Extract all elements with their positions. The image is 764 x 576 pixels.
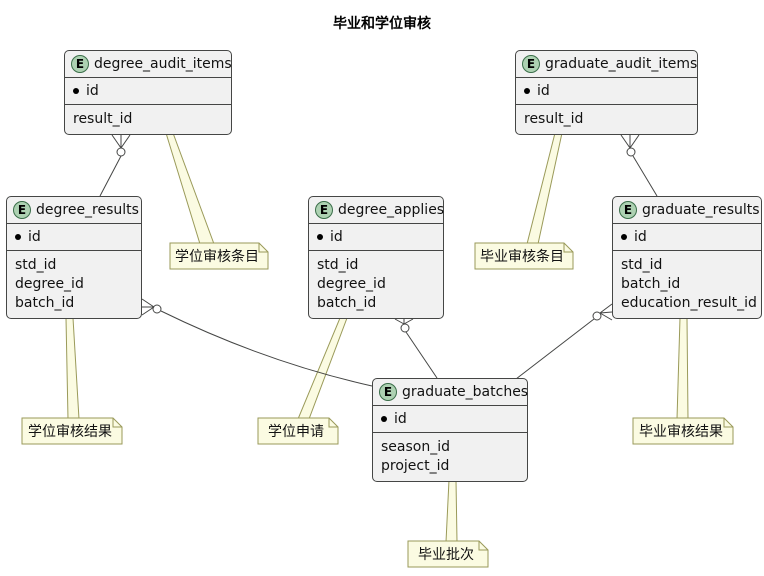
entity-fields: result_id [65,105,231,134]
entity-fields: std_id batch_id education_result_id [613,251,761,318]
note-shape [407,540,489,568]
entity-spot-icon: E [71,55,89,73]
field-label: result_id [73,111,133,127]
note-shape [257,417,339,445]
entity-name: graduate_results [642,202,760,218]
note-connector [445,479,458,543]
entity-name: degree_applies [338,202,445,218]
note-shape [474,242,574,270]
bullet-icon [73,88,79,94]
entity-header: E graduate_batches [373,379,529,406]
note-shape [169,242,269,270]
diagram-title: 毕业和学位审核 [333,16,431,32]
note-connector [676,317,689,420]
primary-key-label: id [330,229,343,245]
note-connector [165,132,215,245]
field-label: season_id [381,439,450,455]
entity-graduate-results: E graduate_results id std_id batch_id ed… [612,196,762,319]
entity-fields: std_id degree_id batch_id [7,251,141,318]
field-label: education_result_id [621,295,757,311]
relationship-graduate-batches-to-degree-results [141,298,373,387]
field-label: std_id [15,257,57,273]
entity-header: E graduate_results [613,197,761,224]
entity-name: degree_audit_items [94,56,232,72]
entity-spot-icon: E [315,201,333,219]
entity-primary-key-row: id [373,406,527,433]
primary-key-label: id [537,83,550,99]
entity-name: degree_results [36,202,139,218]
entity-graduate-batches: E graduate_batches id season_id project_… [372,378,528,482]
entity-fields: season_id project_id [373,433,527,481]
field-label: std_id [621,257,663,273]
relationship-graduate-batches-to-graduate-results [515,303,613,380]
entity-name: graduate_audit_items [545,56,698,72]
note-degree-results: 学位审核结果 [28,424,112,440]
entity-header: E degree_results [7,197,141,224]
relationship-graduate-batches-to-degree-applies [394,318,438,379]
note-graduate-batches: 毕业批次 [418,547,474,563]
bullet-icon [381,416,387,422]
bullet-icon [524,88,530,94]
entity-spot-icon: E [379,383,397,401]
entity-spot-icon: E [522,55,540,73]
note-graduate-results: 毕业审核结果 [639,424,723,440]
relationship-graduate-results-to-graduate-audit-items [620,134,658,197]
entity-spot-icon: E [13,201,31,219]
entity-fields: result_id [516,105,697,134]
note-connector [65,317,80,420]
entity-degree-audit-items: E degree_audit_items id result_id [64,50,232,135]
primary-key-label: id [86,83,99,99]
entity-primary-key-row: id [65,78,231,105]
field-label: std_id [317,257,359,273]
entity-primary-key-row: id [7,224,141,251]
field-label: batch_id [317,295,377,311]
field-label: degree_id [15,276,84,292]
relationship-degree-results-to-degree-audit-items [99,134,131,197]
entity-header: E degree_applies [309,197,445,224]
entity-header: E degree_audit_items [65,51,232,78]
entity-primary-key-row: id [613,224,761,251]
field-label: result_id [524,111,584,127]
entity-name: graduate_batches [402,384,529,400]
entity-graduate-audit-items: E graduate_audit_items id result_id [515,50,698,135]
entity-spot-icon: E [619,201,637,219]
entity-header: E graduate_audit_items [516,51,697,78]
field-label: degree_id [317,276,386,292]
bullet-icon [621,234,627,240]
field-label: project_id [381,458,450,474]
note-degree-applies: 学位申请 [268,424,324,440]
note-degree-audit-items: 学位审核条目 [175,249,259,265]
bullet-icon [317,234,323,240]
entity-primary-key-row: id [516,78,697,105]
note-connector [526,132,563,245]
entity-degree-applies: E degree_applies id std_id degree_id bat… [308,196,444,319]
note-shape [21,417,123,445]
note-shape [632,417,734,445]
entity-fields: std_id degree_id batch_id [309,251,443,318]
entity-degree-results: E degree_results id std_id degree_id bat… [6,196,142,319]
primary-key-label: id [28,229,41,245]
primary-key-label: id [394,411,407,427]
field-label: batch_id [621,276,681,292]
field-label: batch_id [15,295,75,311]
bullet-icon [15,234,21,240]
entity-primary-key-row: id [309,224,443,251]
primary-key-label: id [634,229,647,245]
note-graduate-audit-items: 毕业审核条目 [480,249,564,265]
